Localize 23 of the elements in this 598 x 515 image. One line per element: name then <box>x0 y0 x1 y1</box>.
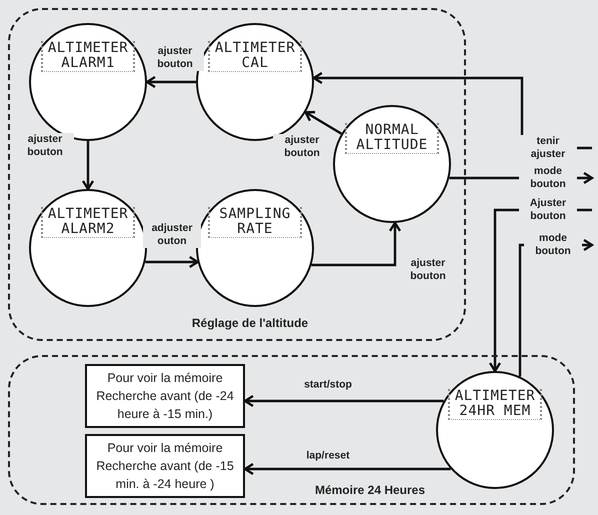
group-title: Réglage de l'altitude <box>192 316 308 330</box>
display-text: ALTIMETER 24HR MEM <box>448 389 542 420</box>
info-box <box>85 434 245 498</box>
box-text: Pour voir la mémoire Recherche avant (de -15 min. à -24 heure ) <box>95 440 235 493</box>
arrow <box>312 222 402 266</box>
group-title: Mémoire 24 Heures <box>314 483 426 497</box>
arrow <box>244 394 444 408</box>
edge-label: tenir ajuster <box>519 135 577 161</box>
arrow <box>82 141 94 190</box>
info-box <box>85 364 245 428</box>
arrow <box>244 462 451 476</box>
group-panel <box>8 8 466 341</box>
group-panel <box>8 355 575 505</box>
edge-label: adjuster outon <box>143 222 201 248</box>
display-text: ALTIMETER ALARM2 <box>41 207 135 238</box>
display-text: ALTIMETER ALARM1 <box>41 41 135 72</box>
arrow <box>145 256 199 268</box>
arrow <box>304 110 342 135</box>
display-text: ALTIMETER CAL <box>208 41 302 72</box>
display-text: SAMPLING RATE <box>208 207 302 238</box>
display-text: NORMAL ALTITUDE <box>345 123 439 154</box>
box-text: Pour voir la mémoire Recherche avant (de -24 heure à -15 min.) <box>95 370 235 423</box>
arrow <box>146 76 196 88</box>
